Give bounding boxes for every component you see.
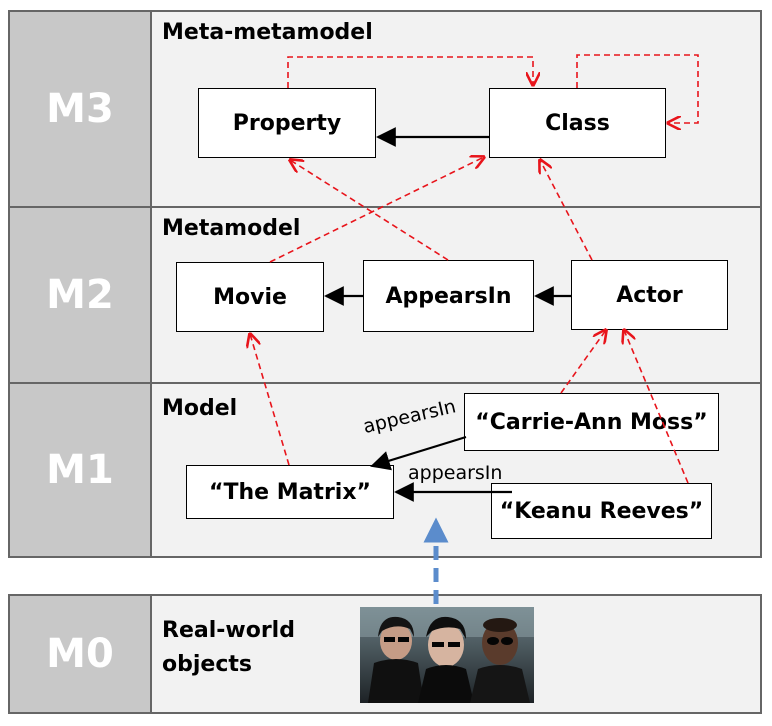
edge-carrie-matrix <box>370 435 467 471</box>
title-real-world-line2: objects <box>162 652 252 677</box>
title-meta-metamodel: Meta-metamodel <box>162 20 373 45</box>
edge-appearsin-property-instanceof <box>290 160 449 261</box>
node-class: Class <box>489 88 666 158</box>
edge-property-class-instanceof <box>287 56 533 88</box>
characters-photo <box>360 607 534 703</box>
level-label-m0: M0 <box>10 596 152 712</box>
node-the-matrix: “The Matrix” <box>186 465 394 519</box>
edge-carrie-actor-instanceof <box>560 330 606 394</box>
node-property: Property <box>198 88 376 158</box>
node-actor: Actor <box>571 260 728 330</box>
edge-label-keanu-appearsin: appearsIn <box>408 462 503 484</box>
node-movie: Movie <box>176 262 324 332</box>
edge-matrix-movie-instanceof <box>250 334 290 466</box>
edge-class-self-instanceof <box>576 54 699 123</box>
node-appearsin: AppearsIn <box>363 260 534 332</box>
edge-actor-class-instanceof <box>540 160 593 261</box>
level-label-m1: M1 <box>10 384 152 556</box>
level-label-m2: M2 <box>10 208 152 382</box>
title-metamodel: Metamodel <box>162 216 301 241</box>
node-keanu-reeves: “Keanu Reeves” <box>491 483 712 539</box>
node-carrie-ann-moss: “Carrie-Ann Moss” <box>464 393 719 451</box>
edge-keanu-actor-instanceof <box>624 330 689 484</box>
photo-movie-characters-icon <box>360 607 534 703</box>
title-model: Model <box>162 396 238 421</box>
level-label-m3: M3 <box>10 12 152 206</box>
edge-movie-class-instanceof <box>269 157 484 263</box>
title-real-world-line1: Real-world <box>162 618 295 643</box>
